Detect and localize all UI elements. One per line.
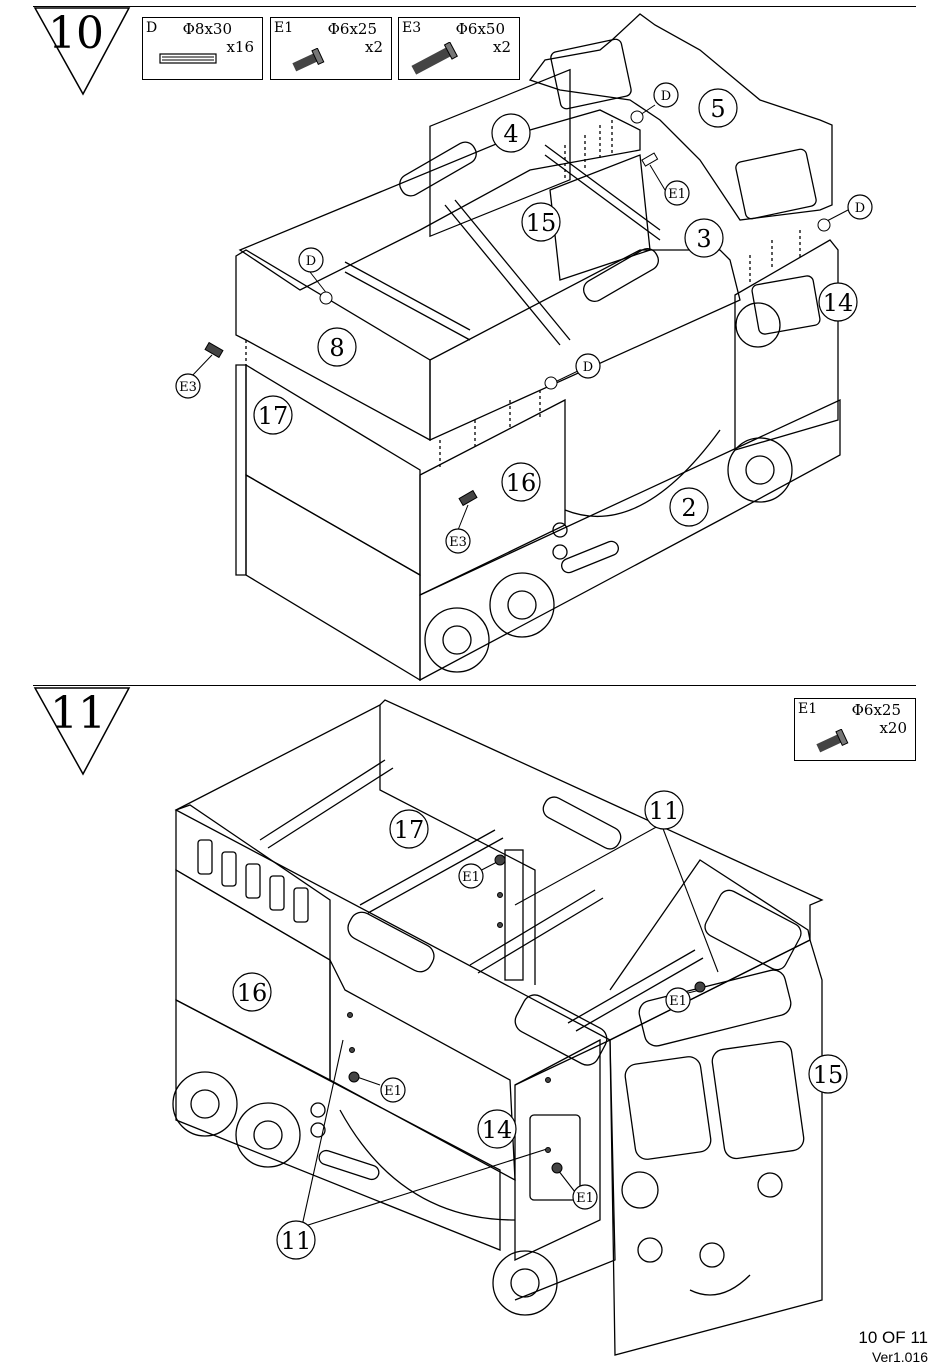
version-label: Ver1.016 [872, 1349, 928, 1365]
part-label-11: 11 [649, 797, 680, 825]
part-label-17: 17 [394, 816, 425, 844]
ladder-slots [198, 840, 308, 922]
hardware-label-e1: E1 [384, 1084, 402, 1099]
hardware-label-e1: E1 [669, 994, 687, 1009]
wheel-front-icon [173, 1072, 237, 1136]
part-label-16: 16 [237, 979, 268, 1007]
panel-17-outline [176, 700, 822, 1040]
panel-14-outline [515, 1040, 600, 1260]
part-label-11: 11 [281, 1227, 312, 1255]
page-number: 10 OF 11 [858, 1328, 928, 1348]
wheel-back-icon [493, 1251, 557, 1315]
part-label-14: 14 [482, 1116, 513, 1144]
hardware-label-e1: E1 [576, 1191, 594, 1206]
part-label-15: 15 [813, 1061, 844, 1089]
hardware-label-e1: E1 [462, 870, 480, 885]
